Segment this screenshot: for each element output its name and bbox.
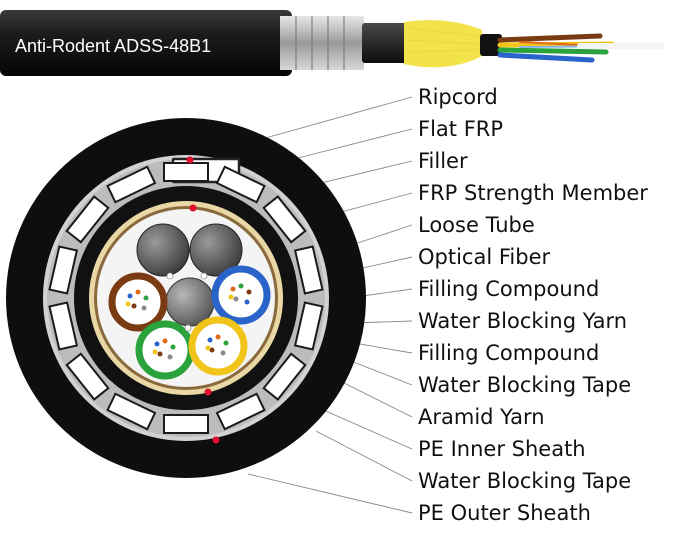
label-water-blocking-tape-2: Water Blocking Tape xyxy=(418,469,632,493)
loose-tube-blue xyxy=(211,265,271,325)
outer-jacket-side xyxy=(0,10,292,76)
label-water-blocking-yarn: Water Blocking Yarn xyxy=(418,309,628,333)
label-flat-frp: Flat FRP xyxy=(418,117,504,141)
flat-frp-segment xyxy=(48,301,79,351)
flat-frp-segment xyxy=(65,195,110,244)
inner-sheath-side xyxy=(362,23,408,63)
ripcord-inner-bottom xyxy=(204,388,212,396)
label-filling-compound: Filling Compound xyxy=(418,277,600,301)
loose-tube-brown xyxy=(108,272,168,332)
flat-frp-segment xyxy=(262,195,307,244)
cable-cross-section xyxy=(6,118,366,478)
ripcord-inner-top xyxy=(189,204,197,212)
loose-tube-yellow xyxy=(188,316,248,376)
inner-core-side xyxy=(480,34,502,56)
flat-frp-segment xyxy=(163,162,209,182)
leader-line-flat-frp xyxy=(297,128,413,159)
water-blocking-yarns xyxy=(166,272,208,332)
flat-frp-segment xyxy=(65,352,110,401)
flat-frp-segment xyxy=(215,392,266,431)
optical-fibers xyxy=(228,283,252,305)
label-water-blocking-tape: Water Blocking Tape xyxy=(418,373,632,397)
flat-frp-segment xyxy=(262,352,307,401)
label-frp-strength-member: FRP Strength Member xyxy=(418,181,648,205)
label-filler: Filler xyxy=(418,149,468,173)
label-filling-compound-2: Filling Compound xyxy=(418,341,600,365)
label-pe-inner-sheath: PE Inner Sheath xyxy=(418,437,586,461)
flat-frp-segment xyxy=(293,245,324,295)
label-pe-outer-sheath: PE Outer Sheath xyxy=(418,501,591,525)
armor-seams xyxy=(295,16,345,70)
optical-fibers xyxy=(152,338,176,360)
ripcord-outer-top xyxy=(186,156,194,164)
loose-tube-green xyxy=(135,320,195,380)
aramid-yarn-side xyxy=(404,20,482,68)
flat-frp-segment-group xyxy=(48,162,324,434)
leader-line-ripcord xyxy=(261,96,413,140)
label-loose-tube: Loose Tube xyxy=(418,213,535,237)
leader-line-water-blocking-tape-2 xyxy=(315,430,413,482)
label-aramid-yarn: Aramid Yarn xyxy=(418,405,545,429)
label-ripcord: Ripcord xyxy=(418,85,498,109)
armor-segment-side xyxy=(280,16,364,70)
flat-frp-segment xyxy=(293,301,324,351)
flat-frp-segment xyxy=(106,165,157,204)
leader-line-pe-outer-sheath xyxy=(247,473,413,514)
filler-left xyxy=(136,223,190,277)
flat-frp-segment xyxy=(106,392,157,431)
label-optical-fiber: Optical Fiber xyxy=(418,245,551,269)
filler-right xyxy=(189,223,243,277)
optical-fibers xyxy=(205,334,229,356)
optical-fibers xyxy=(125,289,149,311)
leader-line-pe-inner-sheath xyxy=(311,404,413,450)
flat-frp-segment xyxy=(163,414,209,434)
flat-frp-segment xyxy=(48,245,79,295)
loose-tubes-side xyxy=(497,33,665,63)
cable-title: Anti-Rodent ADSS-48B1 xyxy=(15,36,211,56)
ripcord-outer-bottom xyxy=(212,436,220,444)
flat-frp-segment xyxy=(215,165,266,204)
cable-side-view: Anti-Rodent ADSS-48B1 xyxy=(0,10,665,76)
